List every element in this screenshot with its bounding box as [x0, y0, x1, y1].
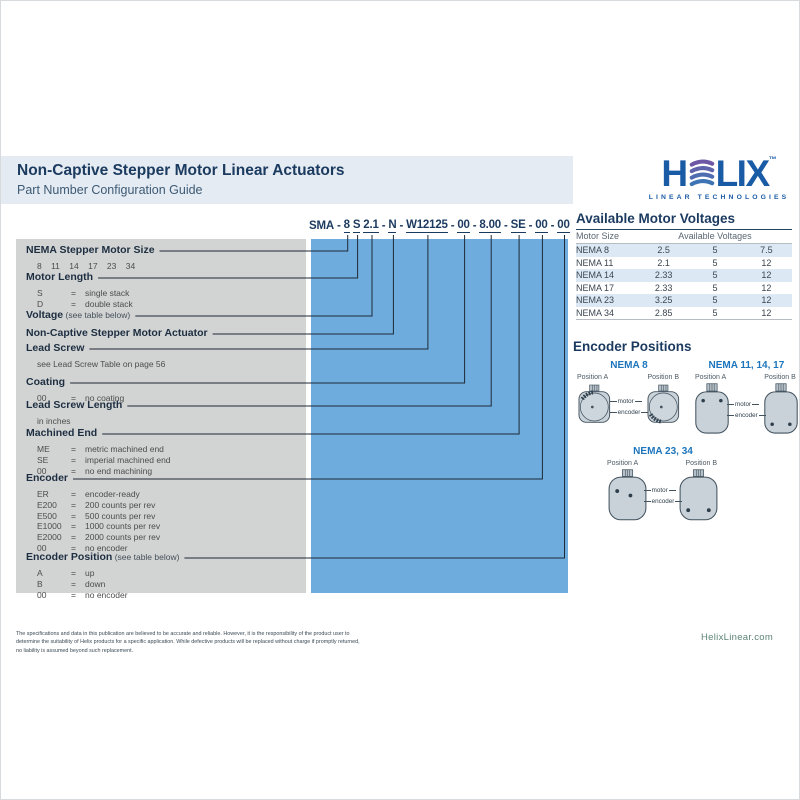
helix-swirl-icon [689, 159, 714, 187]
row-motor-size: NEMA 14 [576, 270, 615, 280]
position-b-label: Position B [685, 460, 717, 467]
diagram-blue-panel [311, 239, 568, 593]
encoder-label: encoder [610, 409, 649, 416]
table-title: Available Motor Voltages [576, 211, 792, 230]
motor-diagram-nema23-b-icon [679, 469, 718, 521]
page-title: Non-Captive Stepper Motor Linear Actuato… [17, 162, 345, 179]
part-number-separator: - [472, 220, 477, 232]
helix-logo-wordmark: H LIX ™ [639, 155, 799, 192]
nema-group-title: NEMA 23, 34 [633, 446, 693, 457]
encoder-positions-title: Encoder Positions [573, 339, 692, 354]
row-voltage-value: 2.33 [654, 270, 673, 280]
table-row: NEMA 8 2.5 5 7.5 [576, 244, 792, 257]
position-b-label: Position B [764, 374, 796, 381]
row-voltage-value: 12 [761, 282, 772, 293]
col-header-available-voltages: Available Voltages [678, 231, 752, 241]
part-number-separator: - [381, 220, 386, 232]
motor-label: motor [610, 398, 649, 405]
row-motor-size: NEMA 23 [576, 295, 615, 305]
row-motor-size: NEMA 34 [576, 307, 615, 318]
nema-23-34-group: NEMA 23, 34 Position A Position B motor … [603, 446, 723, 522]
part-number-separator: - [528, 220, 533, 232]
part-number-segment: N [388, 219, 397, 233]
nema-8-group: NEMA 8 Position A Position B m [573, 360, 685, 431]
logo-letter-h: H [661, 153, 688, 194]
part-number-separator: - [504, 220, 508, 232]
nema-group-title: NEMA 11, 14, 17 [708, 360, 785, 371]
motor-diagram-nema11-a-icon [695, 383, 729, 434]
row-voltage-value: 2.33 [654, 282, 673, 293]
website-link[interactable]: HelixLinear.com [701, 632, 774, 643]
position-b-label: Position B [647, 374, 679, 381]
header-band [1, 156, 573, 204]
part-number-separator: - [336, 220, 341, 232]
logo-letters-lix: LIX [715, 153, 771, 194]
table-row: NEMA 34 2.85 5 12 [576, 307, 792, 320]
row-motor-size: NEMA 8 [576, 245, 610, 255]
part-number-segment: 8 [343, 219, 350, 233]
encoder-label: encoder [644, 498, 683, 505]
part-number-segment: SE [510, 219, 526, 233]
row-voltage-value: 5 [712, 245, 718, 255]
helix-logo: H LIX ™ LINEAR TECHNOLOGIES [639, 155, 799, 201]
row-voltage-value: 7.5 [760, 245, 773, 255]
table-row: NEMA 17 2.33 5 12 [576, 282, 792, 295]
row-voltage-value: 3.25 [654, 295, 673, 305]
row-voltage-value: 12 [761, 270, 772, 280]
part-number-separator: - [399, 220, 404, 232]
row-motor-size: NEMA 11 [576, 257, 614, 268]
legend-gray-panel [16, 239, 306, 593]
trademark-symbol: ™ [768, 155, 777, 164]
motor-voltages-table: Available Motor Voltages Motor Size Avai… [576, 211, 792, 320]
row-voltage-value: 12 [761, 257, 772, 268]
part-number-segment: 8.00 [479, 219, 501, 233]
row-motor-size: NEMA 17 [576, 282, 615, 293]
part-number-separator: - [450, 220, 455, 232]
motor-diagram-nema8-b-icon [647, 384, 680, 424]
nema-group-title: NEMA 8 [610, 360, 648, 371]
row-voltage-value: 2.5 [657, 245, 670, 255]
table-row: NEMA 23 3.25 5 12 [576, 294, 792, 307]
part-number-segment: 00 [535, 219, 548, 233]
part-number-segment: W12125 [406, 219, 448, 233]
logo-tagline: LINEAR TECHNOLOGIES [648, 194, 790, 201]
row-voltage-value: 5 [712, 257, 718, 268]
position-a-label: Position A [607, 460, 639, 467]
row-voltage-value: 2.1 [657, 257, 670, 268]
position-a-label: Position A [695, 374, 727, 381]
motor-diagram-nema11-b-icon [764, 383, 798, 434]
part-number-segment: S [352, 219, 361, 233]
part-number-separator: - [550, 220, 555, 232]
position-a-label: Position A [577, 374, 609, 381]
part-number-segment: 00 [457, 219, 470, 233]
row-voltage-value: 5 [712, 270, 718, 280]
part-number-separator: SMA [309, 220, 334, 232]
motor-label: motor [644, 487, 683, 494]
footer-disclaimer: The specifications and data in this publ… [16, 631, 360, 654]
part-number-segment: 00 [557, 219, 570, 233]
nema-11-14-17-group: NEMA 11, 14, 17 Position A Position B mo… [691, 360, 799, 436]
encoder-label: encoder [727, 412, 766, 419]
table-row: NEMA 14 2.33 5 12 [576, 269, 792, 282]
col-header-motor-size: Motor Size [576, 231, 620, 241]
page-subtitle: Part Number Configuration Guide [17, 183, 203, 197]
row-voltage-value: 12 [761, 295, 772, 305]
row-voltage-value: 12 [761, 307, 772, 318]
row-voltage-value: 5 [712, 295, 718, 305]
part-number-segment: 2.1 [363, 219, 379, 233]
table-header-row: Motor Size Available Voltages [576, 230, 792, 244]
motor-diagram-nema8-a-icon [578, 384, 611, 423]
motor-label: motor [727, 401, 766, 408]
row-voltage-value: 5 [712, 307, 718, 318]
row-voltage-value: 2.85 [654, 307, 673, 318]
encoder-positions: Encoder Positions NEMA 8 Position A Posi… [573, 339, 799, 522]
table-row: NEMA 11 2.1 5 12 [576, 257, 792, 270]
row-voltage-value: 5 [712, 282, 718, 293]
